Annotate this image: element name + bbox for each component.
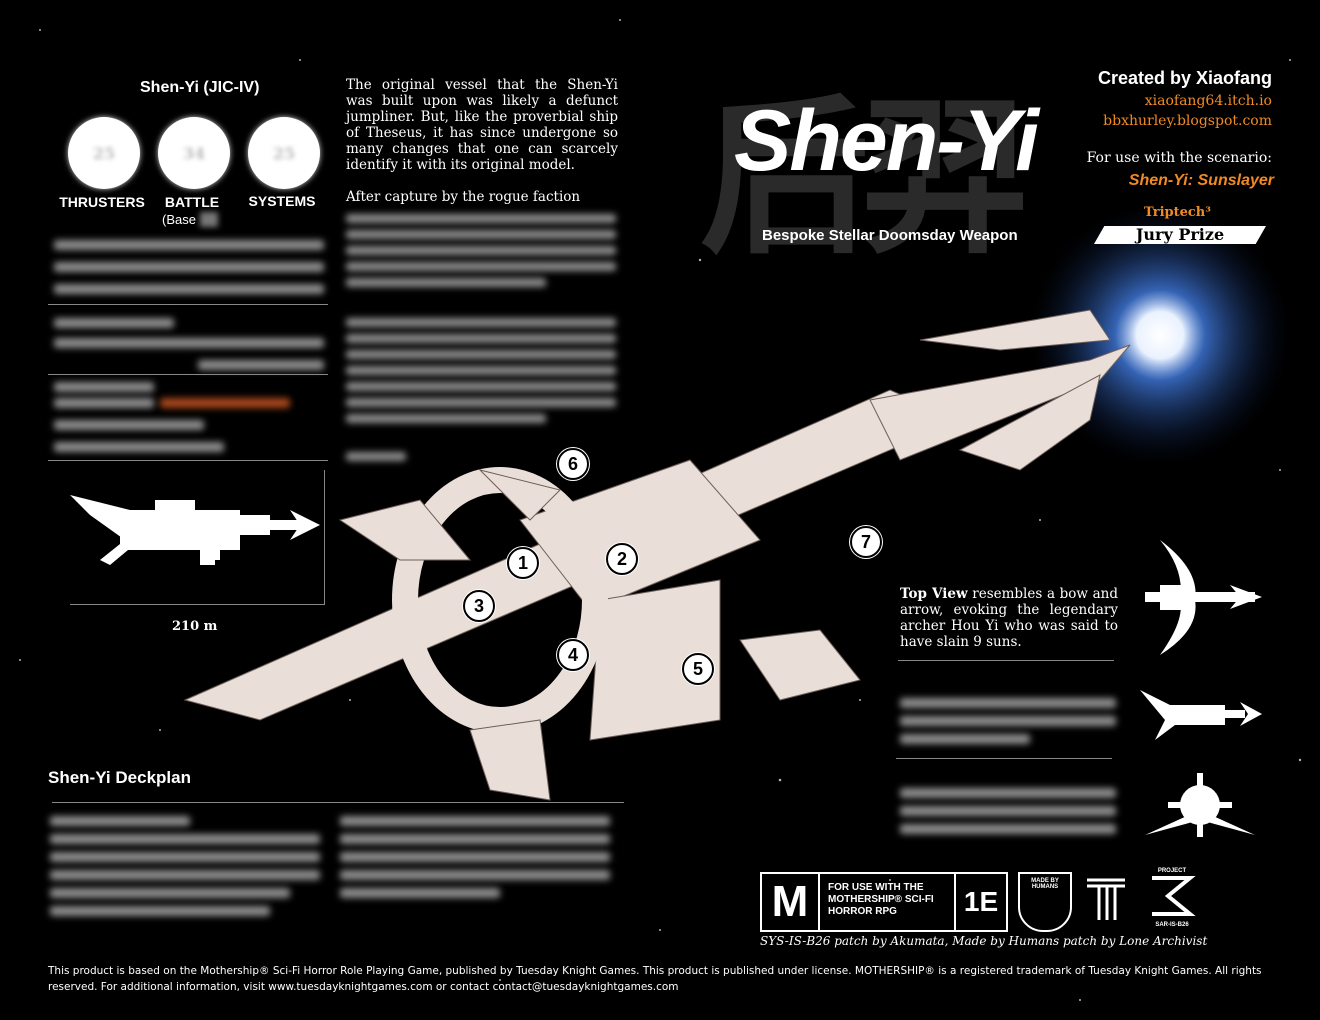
mothership-badge: M FOR USE WITH THE MOTHERSHIP® SCI-FI HO… (760, 872, 1008, 932)
battle-base: (Base 00) (162, 212, 219, 227)
project-badge-bottom: SAR-IS-B26 (1155, 922, 1189, 928)
systems-value: 25 (272, 143, 296, 163)
project-badge-top: PROJECT (1157, 868, 1187, 874)
link-itch[interactable]: xiaofang64.itch.io (1144, 93, 1272, 109)
systems-label: SYSTEMS (248, 193, 316, 209)
view-silhouettes (1140, 540, 1262, 837)
title-glyphs-background: 后羿 (700, 78, 1030, 278)
title-subtitle: Bespoke Stellar Doomsday Weapon (762, 227, 1018, 244)
made-by-humans-text: MADE BY HUMANS (1031, 878, 1059, 890)
blurred-stat-block (48, 232, 330, 462)
link-blog[interactable]: bbxhurley.blogspot.com (1103, 113, 1272, 129)
length-label: 210 m (172, 619, 218, 634)
intro-paragraph-2-start: After capture by the rogue faction (346, 189, 581, 205)
thrusters-label: THRUSTERS (59, 194, 145, 210)
thrusters-stat: 25 (68, 117, 140, 189)
intro-paragraph-1: The original vessel that the Shen-Yi was… (346, 77, 618, 173)
top-view-label: Top View (900, 586, 968, 602)
callout-5: 5 (682, 653, 714, 685)
thrusters-value: 25 (92, 143, 116, 163)
callout-7: 7 (850, 526, 882, 558)
patch-credit: SYS-IS-B26 patch by Akumata, Made by Hum… (760, 934, 1208, 948)
made-by-humans-badge: MADE BY HUMANS (1018, 872, 1072, 932)
side-silhouette-box (70, 470, 325, 605)
created-by: Created by Xiaofang (1097, 68, 1272, 88)
systems-stat: 25 (248, 117, 320, 189)
award-triptech: Triptech³ (1144, 205, 1211, 220)
award-jury-prize: Jury Prize (1135, 225, 1225, 244)
callout-4: 4 (557, 639, 589, 671)
battle-label: BATTLE (164, 194, 220, 210)
triptech-t-icon (1087, 878, 1125, 920)
callout-1: 1 (507, 547, 539, 579)
scenario-label: For use with the scenario: (1086, 150, 1272, 166)
battle-value: 34 (182, 143, 206, 163)
battle-stat: 34 (158, 117, 230, 189)
battle-base-text: (Base (162, 212, 196, 227)
side-silhouette-icon (70, 495, 320, 565)
title-main: Shen-Yi (734, 93, 1039, 189)
project-badge-icon (1152, 876, 1196, 916)
sun-glow (1030, 205, 1290, 465)
stars (19, 19, 1302, 1001)
blurred-deckplan-list (46, 812, 626, 922)
callout-3: 3 (463, 590, 495, 622)
top-view-description: Top View resembles a bow and arrow, evok… (900, 586, 1118, 650)
deckplan-title: Shen-Yi Deckplan (48, 768, 191, 787)
award-banner: Jury Prize (1094, 226, 1266, 244)
side-view-icon (1140, 690, 1262, 740)
front-view-icon (1145, 773, 1255, 837)
edition-badge: 1E (954, 874, 1006, 930)
mothership-m-logo: M (762, 874, 820, 930)
project-badge: PROJECT SAR-IS-B26 (1140, 868, 1204, 932)
ship-card-title: Shen-Yi (JIC-IV) (140, 79, 260, 96)
top-view-text: resembles a bow and arrow, evoking the l… (900, 586, 1119, 650)
blurred-view-text (896, 692, 1118, 842)
blurred-intro-text (340, 210, 620, 470)
mothership-text: FOR USE WITH THE MOTHERSHIP® SCI-FI HORR… (828, 882, 934, 917)
callout-6: 6 (557, 448, 589, 480)
top-view-icon (1145, 540, 1262, 655)
legal-text: This product is based on the Mothership®… (48, 965, 1262, 993)
scenario-name: Shen-Yi: Sunslayer (1128, 172, 1274, 189)
callout-2: 2 (606, 543, 638, 575)
